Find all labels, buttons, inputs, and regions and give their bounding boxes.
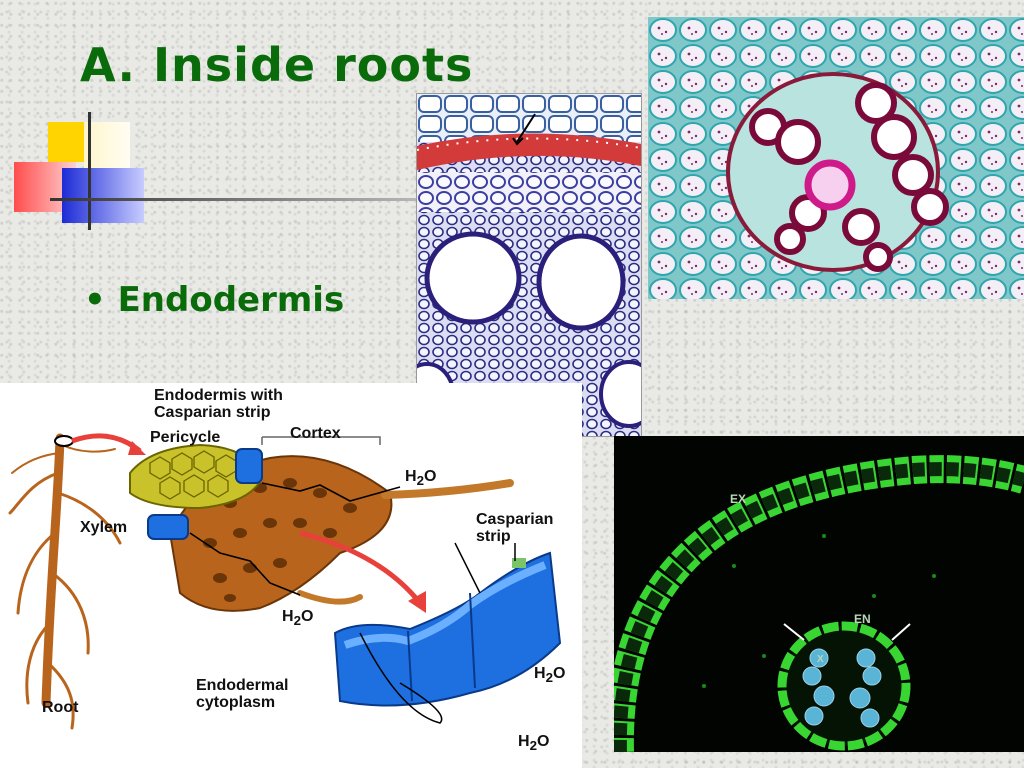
- label-xylem: Xylem: [80, 519, 128, 536]
- micrograph-stele: [648, 17, 1024, 299]
- yellow-square: [48, 122, 88, 162]
- water-pathway-diagram: Endodermis with Casparian strip Pericycl…: [0, 383, 582, 768]
- label-en: EN: [854, 612, 871, 626]
- xylem-illustration: [147, 448, 263, 540]
- decorative-squares: [10, 108, 430, 233]
- label-cytoplasm: cytoplasm: [196, 694, 276, 711]
- label-casparian: Casparian: [476, 511, 554, 528]
- root-illustration: [8, 433, 122, 730]
- label-x: X: [817, 654, 824, 665]
- label-root: Root: [42, 699, 79, 716]
- horizontal-rule: [50, 198, 430, 201]
- micrograph-endodermis-section: [416, 93, 642, 437]
- endodermal-cells-illustration: [333, 551, 562, 707]
- label-pericycle: Pericycle: [150, 429, 221, 446]
- label-strip: strip: [476, 528, 511, 545]
- label-endodermal: Endodermal: [196, 677, 289, 694]
- label-h2o-mid: H2O: [282, 608, 314, 629]
- label-ex: EX: [730, 492, 747, 506]
- label-h2o-bottom: H2O: [518, 733, 550, 754]
- label-casparian-strip-top: Casparian strip: [154, 404, 271, 421]
- label-cortex: Cortex: [290, 425, 341, 442]
- label-h2o-right: H2O: [534, 665, 566, 686]
- vertical-rule: [88, 112, 91, 230]
- pericycle-illustration: [129, 443, 264, 510]
- slide-title: A. Inside roots: [80, 38, 474, 92]
- blue-square: [62, 168, 144, 223]
- bullet-endodermis: • Endodermis: [84, 280, 345, 320]
- label-endodermis-with: Endodermis with: [154, 387, 283, 404]
- fluorescence-micrograph: EX EN X: [614, 436, 1024, 752]
- label-h2o-top: H2O: [405, 468, 437, 489]
